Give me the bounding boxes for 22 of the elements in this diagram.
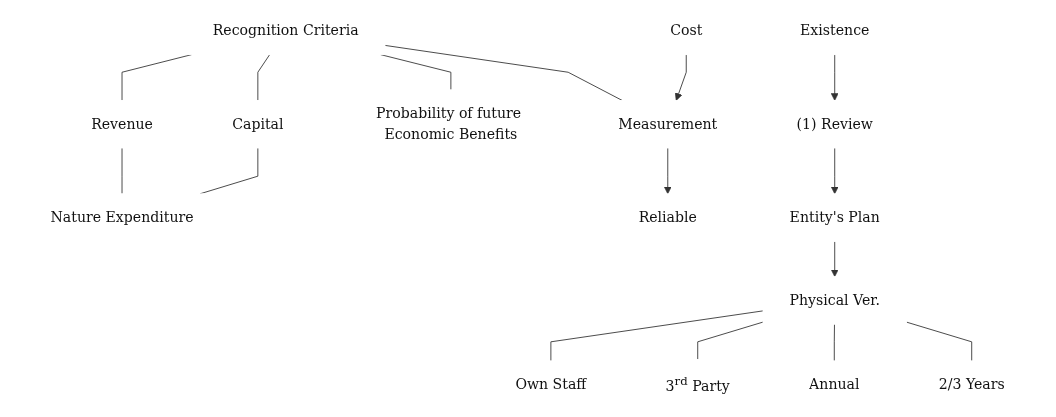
node-text: Existence bbox=[800, 22, 870, 39]
node-text: Probability of future Economic Benefits bbox=[376, 104, 522, 143]
node-text: Nature Expenditure bbox=[50, 208, 194, 226]
connector bbox=[834, 323, 836, 362]
node-text: 3$^{rd}$ Party bbox=[666, 374, 731, 395]
connector bbox=[257, 54, 271, 101]
node-text: Cost bbox=[670, 22, 703, 39]
node-text: Measurement bbox=[618, 115, 718, 133]
connector bbox=[550, 310, 764, 362]
connector bbox=[906, 321, 973, 362]
node-text: Physical Ver. bbox=[789, 291, 881, 309]
node-text: Recognition Criteria bbox=[213, 22, 359, 39]
node-text: Annual bbox=[809, 375, 860, 393]
node-text: Reliable bbox=[639, 208, 698, 226]
node-text: Revenue bbox=[91, 115, 154, 133]
connector bbox=[697, 321, 764, 360]
node-text: 2/3 Years bbox=[939, 375, 1006, 393]
node-text: (1) Review bbox=[796, 115, 874, 133]
node-text: Entity's Plan bbox=[790, 208, 881, 226]
node-text: Own Staff bbox=[515, 375, 587, 393]
connector bbox=[122, 54, 193, 101]
node-text: Capital bbox=[232, 115, 284, 133]
